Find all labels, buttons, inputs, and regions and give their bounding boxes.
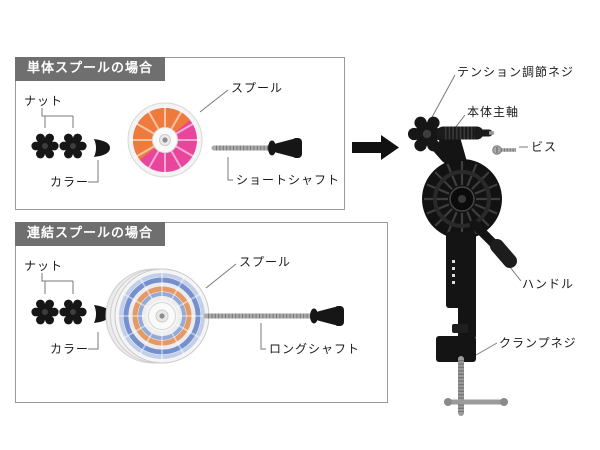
main-spindle-label: 本体主軸 [467,105,520,119]
line-tension-screw [430,74,456,120]
screw-label: ビス [531,140,558,154]
screw-icon [492,145,516,155]
clamp-screw-icon [444,356,508,416]
linked-spool-label: スプール [239,255,292,269]
linked-spool-header: 連結スプールの場合 [15,222,166,246]
tension-screw-label: テンション調節ネジ [457,65,575,79]
line-handle [505,261,522,282]
single-shaft-label: ショートシャフト [236,173,341,187]
device-illustration [407,116,517,416]
single-spool-header: 単体スプールの場合 [15,57,166,81]
clamp-screw-label: クランプネジ [499,336,577,350]
linked-shaft-label: ロングシャフト [269,342,361,356]
logo-marks [452,260,455,284]
linked-nut-label: ナット [24,259,64,273]
clamp-body [436,232,476,362]
single-nut-label: ナット [24,94,64,108]
single-collar-label: カラー [50,175,90,189]
handle-label: ハンドル [522,277,575,291]
single-spool-label: スプール [231,81,284,95]
flow-arrow-icon [352,135,399,160]
handle-icon [469,219,517,268]
line-clamp-screw [468,342,498,360]
single-spool-box: 単体スプールの場合 [15,57,345,210]
tension-knob-icon [407,116,447,152]
linked-collar-label: カラー [50,342,90,356]
linked-spool-box: 連結スプールの場合 [15,222,388,403]
line-main-spindle [451,114,466,133]
spool-wheel-icon [422,159,502,239]
device-neck [439,131,470,185]
